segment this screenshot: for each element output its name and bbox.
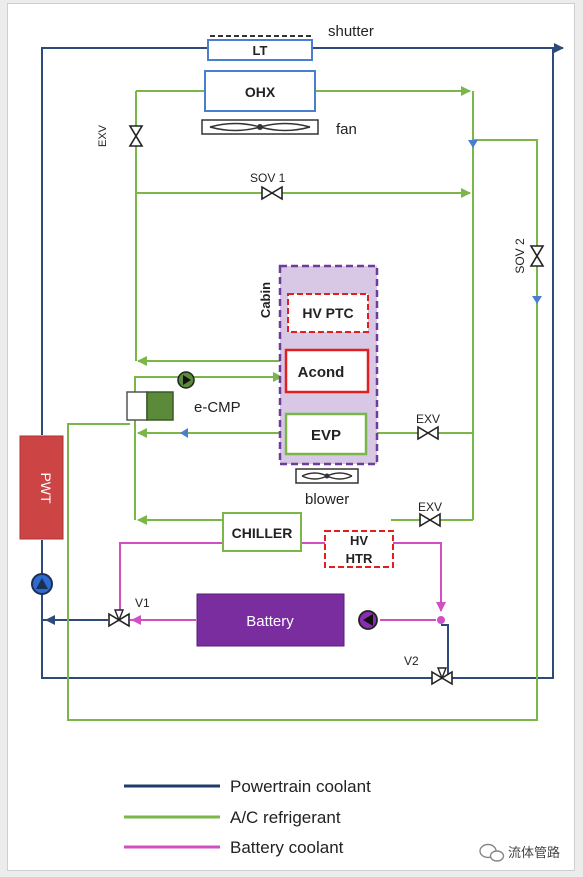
exv-left-valve-icon — [128, 125, 144, 147]
legend-item-powertrain: Powertrain coolant — [124, 777, 371, 796]
sov2-valve-icon — [529, 245, 545, 267]
pwt-label: PWT — [38, 472, 54, 504]
acond-box — [284, 348, 370, 394]
hv-ptc-box — [287, 293, 369, 333]
exv-evp-label: EXV — [416, 412, 440, 426]
sov1-valve-icon — [261, 185, 283, 201]
acond-label: Acond — [298, 364, 345, 381]
hv-htr-label-line2: HTR — [346, 551, 373, 566]
battery-box — [196, 593, 345, 647]
cabin-label: Cabin — [258, 282, 273, 318]
powertrain-coolant-loop — [41, 43, 564, 679]
hv-ptc-label: HV PTC — [302, 305, 353, 321]
blower-icon — [295, 468, 359, 484]
lt-radiator — [207, 39, 313, 61]
wechat-logo-icon — [479, 843, 505, 862]
v2-three-way-valve-icon — [431, 667, 453, 686]
fan-icon — [201, 119, 319, 135]
v1-three-way-valve-icon — [108, 609, 130, 628]
legend-item-refrigerant: A/C refrigerant — [124, 808, 341, 827]
sov1-label: SOV 1 — [250, 171, 286, 185]
legend-label: A/C refrigerant — [230, 808, 341, 827]
ohx-box — [204, 70, 316, 112]
watermark: 流体管路 — [479, 843, 560, 862]
hv-htr-label-line1: HV — [350, 533, 368, 548]
compressor-pump-icon — [177, 371, 195, 389]
legend-label: Powertrain coolant — [230, 777, 371, 796]
blower-label: blower — [305, 491, 349, 508]
sov2-label: SOV 2 — [513, 238, 527, 274]
legend: Powertrain coolant A/C refrigerant Batte… — [124, 777, 371, 857]
battery-pump-icon — [358, 610, 378, 630]
check-valve-icon — [468, 140, 478, 148]
exv-left-label: EXV — [97, 124, 109, 147]
check-valve-icon — [180, 428, 188, 438]
chiller-label: CHILLER — [232, 525, 293, 541]
lt-label: LT — [253, 43, 268, 58]
v1-label: V1 — [135, 596, 150, 610]
fan-label: fan — [336, 121, 357, 138]
legend-item-battery-coolant: Battery coolant — [124, 838, 344, 857]
check-valve-icon — [532, 296, 542, 304]
evp-label: EVP — [311, 427, 341, 444]
battery-label: Battery — [246, 613, 294, 630]
exv-evp-valve-icon — [417, 425, 439, 441]
evp-box — [284, 412, 368, 456]
chiller-box — [222, 512, 302, 552]
ohx-label: OHX — [245, 84, 276, 100]
shutter-label: shutter — [328, 23, 374, 40]
v2-label: V2 — [404, 654, 419, 668]
watermark-text: 流体管路 — [508, 845, 560, 861]
exv-chiller-valve-icon — [419, 512, 441, 528]
legend-label: Battery coolant — [230, 838, 344, 857]
powertrain-pump-icon — [31, 573, 53, 595]
hv-htr-box — [324, 530, 394, 568]
ecmp-label: e-CMP — [194, 399, 241, 416]
exv-chiller-label: EXV — [418, 500, 442, 514]
compressor-icon — [126, 391, 174, 421]
pwt-box — [19, 435, 64, 540]
